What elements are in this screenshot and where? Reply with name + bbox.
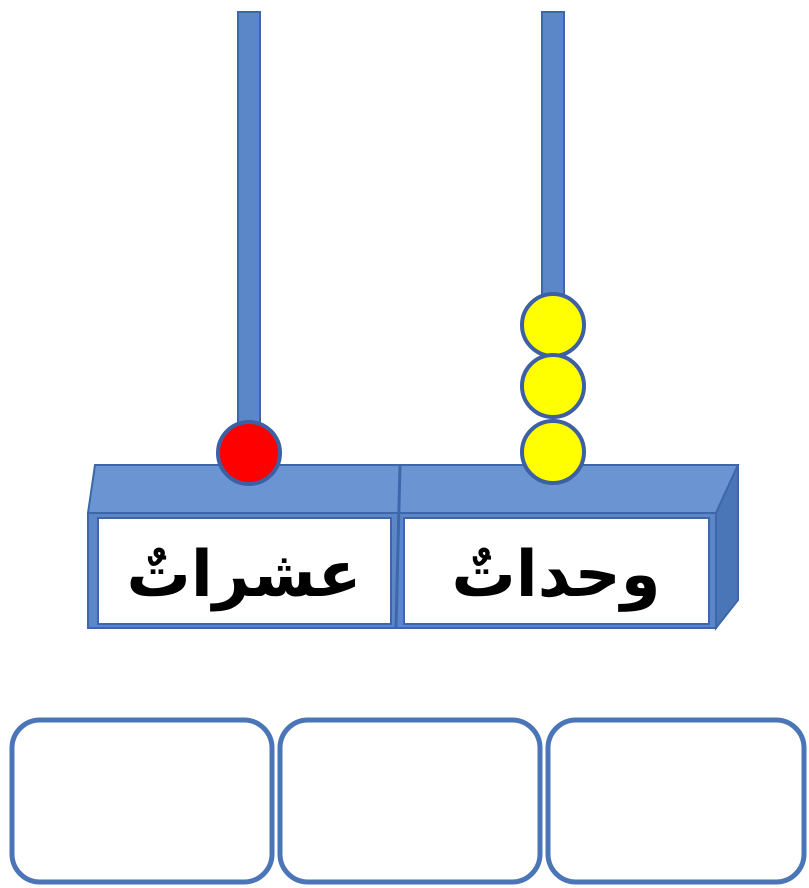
ones-bead	[520, 353, 586, 419]
answer-boxes	[9, 717, 807, 885]
tens-label-panel	[97, 517, 392, 625]
tens-bead	[216, 420, 282, 486]
base-top-face	[86, 464, 740, 514]
rods	[237, 11, 565, 458]
base-divider	[394, 464, 402, 629]
ones-label-panel	[403, 517, 710, 625]
tens-rod	[237, 11, 261, 458]
tens-label: عشراتٌ	[127, 538, 362, 612]
beads	[216, 292, 586, 486]
ones-bead	[520, 292, 586, 358]
answer-box-ones[interactable]	[545, 717, 807, 885]
answer-box-tens[interactable]	[277, 717, 543, 885]
ones-rod	[541, 11, 565, 303]
ones-label: وحداتٌ	[451, 538, 660, 612]
ones-bead	[520, 419, 586, 485]
column-labels: عشراتٌ وحداتٌ	[97, 517, 710, 625]
answer-box-hundreds[interactable]	[9, 717, 275, 885]
